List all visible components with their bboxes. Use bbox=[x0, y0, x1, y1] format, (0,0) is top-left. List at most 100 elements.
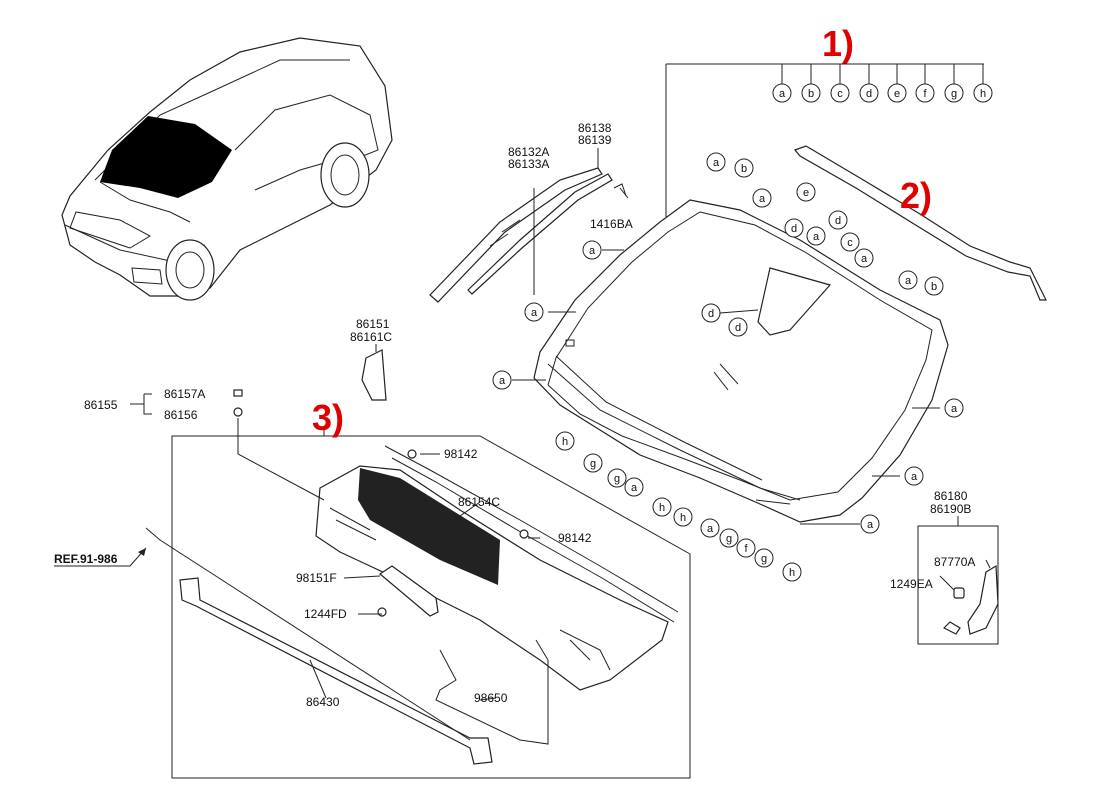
legend-callout-f: f bbox=[915, 83, 935, 103]
part-label-1249EA: 1249EA bbox=[890, 577, 933, 591]
glass-callout-d: d bbox=[828, 210, 848, 230]
svg-text:d: d bbox=[735, 322, 741, 334]
part-label-86157A: 86157A bbox=[164, 387, 205, 401]
svg-text:g: g bbox=[590, 458, 596, 470]
part-label-87770A: 87770A bbox=[934, 555, 975, 569]
group-label-3: 3) bbox=[312, 397, 344, 438]
svg-text:g: g bbox=[614, 473, 620, 485]
glass-callout-g: g bbox=[607, 468, 627, 488]
part-label-98650: 98650 bbox=[474, 691, 508, 705]
glass-callout-a: a bbox=[860, 514, 880, 534]
svg-text:h: h bbox=[980, 88, 986, 100]
svg-text:d: d bbox=[708, 308, 714, 320]
glass-callout-c: c bbox=[840, 232, 860, 252]
glass-callout-d: d bbox=[784, 218, 804, 238]
svg-text:a: a bbox=[631, 482, 638, 494]
glass-callout-d: d bbox=[701, 303, 721, 323]
part-label-98142-upper: 98142 bbox=[444, 447, 478, 461]
svg-text:a: a bbox=[713, 157, 720, 169]
svg-text:f: f bbox=[744, 543, 748, 555]
cowl-panel-group bbox=[145, 349, 691, 779]
glass-callout-a: a bbox=[700, 518, 720, 538]
glass-callout-b: b bbox=[924, 276, 944, 296]
pillar-molding bbox=[429, 167, 627, 303]
svg-text:a: a bbox=[911, 471, 918, 483]
legend-callout-h: h bbox=[973, 83, 993, 103]
part-label-86180: 86180 bbox=[934, 489, 968, 503]
svg-text:g: g bbox=[761, 553, 767, 565]
svg-text:a: a bbox=[861, 253, 868, 265]
vehicle-illustration bbox=[61, 37, 393, 301]
group-label-1: 1) bbox=[822, 23, 854, 64]
glass-callout-a: a bbox=[524, 302, 544, 322]
part-label-1244FD: 1244FD bbox=[304, 607, 347, 621]
glass-callout-h: h bbox=[652, 497, 672, 517]
glass-callout-a: a bbox=[706, 152, 726, 172]
svg-text:b: b bbox=[931, 281, 937, 293]
glass-callout-a: a bbox=[624, 477, 644, 497]
part-label-86190B: 86190B bbox=[930, 502, 971, 516]
part-label-86156: 86156 bbox=[164, 408, 198, 422]
part-label-98142-lower: 98142 bbox=[558, 531, 592, 545]
svg-text:d: d bbox=[866, 88, 872, 100]
cowl-grille bbox=[358, 468, 500, 585]
glass-callout-a: a bbox=[944, 398, 964, 418]
glass-callout-a: a bbox=[904, 466, 924, 486]
windshield-highlight bbox=[100, 116, 232, 198]
svg-text:g: g bbox=[951, 88, 957, 100]
svg-text:h: h bbox=[680, 512, 686, 524]
glass-callout-d: d bbox=[728, 317, 748, 337]
svg-text:h: h bbox=[659, 502, 665, 514]
reference-arrow bbox=[54, 547, 147, 567]
glass-callout-a: a bbox=[752, 188, 772, 208]
svg-text:a: a bbox=[707, 523, 714, 535]
svg-text:a: a bbox=[499, 375, 506, 387]
svg-text:c: c bbox=[847, 237, 853, 249]
glass-callout-g: g bbox=[754, 548, 774, 568]
reference-label: REF.91-986 bbox=[54, 552, 118, 566]
glass-callout-h: h bbox=[782, 562, 802, 582]
legend-callout-g: g bbox=[944, 83, 964, 103]
svg-text:a: a bbox=[905, 275, 912, 287]
legend-callout-c: c bbox=[830, 83, 850, 103]
svg-text:d: d bbox=[835, 215, 841, 227]
glass-callout-f: f bbox=[736, 538, 756, 558]
roof-molding-group bbox=[793, 145, 1047, 301]
glass-callout-a: a bbox=[492, 370, 512, 390]
part-label-86139: 86139 bbox=[578, 133, 612, 147]
glass-callout-e: e bbox=[796, 182, 816, 202]
glass-callout-h: h bbox=[673, 507, 693, 527]
glass-callout-a: a bbox=[854, 248, 874, 268]
svg-text:a: a bbox=[813, 231, 820, 243]
svg-text:d: d bbox=[791, 223, 797, 235]
glass-callout-a: a bbox=[898, 270, 918, 290]
part-label-86430: 86430 bbox=[306, 695, 340, 709]
svg-text:g: g bbox=[726, 533, 732, 545]
legend-callout-d: d bbox=[859, 83, 879, 103]
legend-callout-b: b bbox=[801, 83, 821, 103]
svg-text:f: f bbox=[923, 88, 927, 100]
part-label-86151: 86151 bbox=[356, 317, 390, 331]
part-label-86155: 86155 bbox=[84, 398, 118, 412]
glass-callout-h: h bbox=[555, 431, 575, 451]
svg-text:b: b bbox=[741, 163, 747, 175]
glass-callout-b: b bbox=[734, 158, 754, 178]
svg-text:a: a bbox=[589, 245, 596, 257]
svg-text:c: c bbox=[837, 88, 843, 100]
svg-text:h: h bbox=[562, 436, 568, 448]
svg-text:h: h bbox=[789, 567, 795, 579]
corner-cover-group bbox=[917, 516, 999, 645]
part-label-86161C: 86161C bbox=[350, 330, 392, 344]
glass-callout-g: g bbox=[719, 528, 739, 548]
svg-text:e: e bbox=[894, 88, 900, 100]
leader-lines bbox=[130, 148, 991, 701]
svg-text:a: a bbox=[867, 519, 874, 531]
part-label-86133A: 86133A bbox=[508, 157, 549, 171]
glass-callout-g: g bbox=[583, 453, 603, 473]
part-label-86154C: 86154C bbox=[458, 495, 500, 509]
group-label-2: 2) bbox=[900, 175, 932, 216]
svg-text:a: a bbox=[531, 307, 538, 319]
